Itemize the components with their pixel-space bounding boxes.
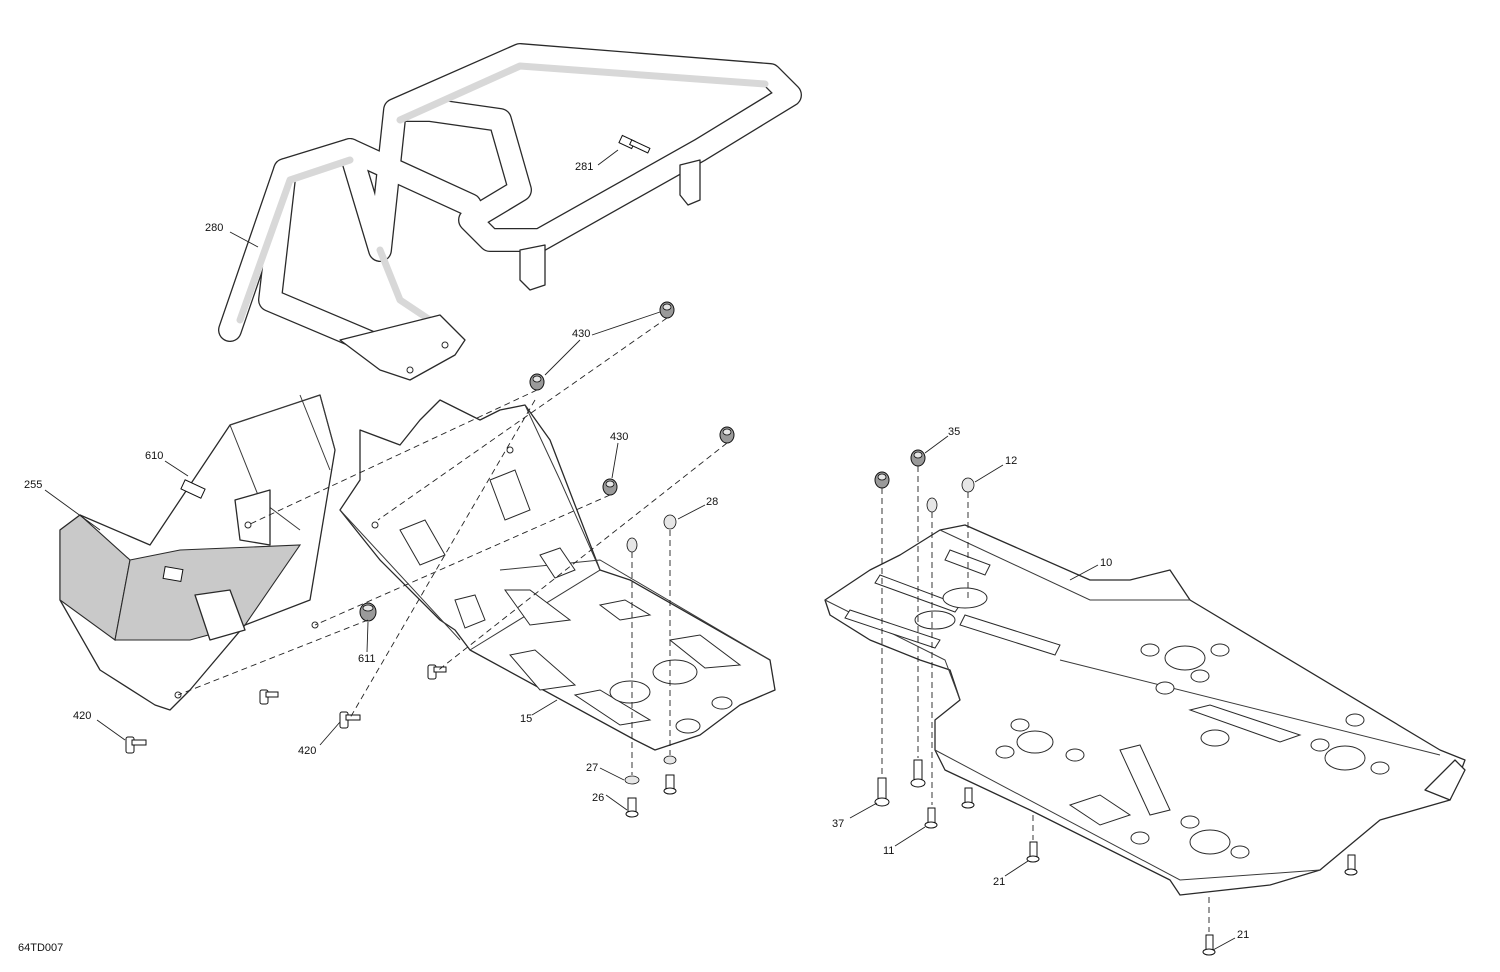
callout-21-b: 21 bbox=[1237, 929, 1249, 941]
stud-on-wing bbox=[162, 565, 184, 583]
callout-21-a: 21 bbox=[993, 876, 1005, 888]
nut-430-upper bbox=[659, 301, 675, 319]
nut-430-right bbox=[719, 426, 735, 444]
skid-plate-part-10 bbox=[824, 524, 1466, 896]
bolt-21-right bbox=[1344, 854, 1358, 876]
bumper-wing-part-255 bbox=[59, 394, 336, 711]
skid-plate-part-15 bbox=[339, 399, 776, 751]
leader-lines bbox=[44, 149, 1236, 951]
bolt-420-left bbox=[125, 736, 147, 754]
callouts: 281 280 430 430 610 255 611 420 420 28 1… bbox=[24, 161, 1249, 941]
bolt-21-b bbox=[1202, 934, 1216, 956]
bolt-21-a bbox=[1026, 841, 1040, 863]
callout-255: 255 bbox=[24, 479, 42, 491]
callout-27: 27 bbox=[586, 762, 598, 774]
callout-610: 610 bbox=[145, 450, 163, 462]
callout-37: 37 bbox=[832, 818, 844, 830]
nut-430-mid bbox=[602, 478, 618, 496]
nut-left-stack bbox=[874, 471, 890, 489]
callout-420-mid: 420 bbox=[298, 745, 316, 757]
callout-15: 15 bbox=[520, 713, 532, 725]
assembly-lines bbox=[177, 317, 1210, 932]
bolt-35-lower bbox=[910, 759, 926, 788]
callout-35: 35 bbox=[948, 426, 960, 438]
callout-420-left: 420 bbox=[73, 710, 91, 722]
nut-35 bbox=[910, 449, 926, 467]
callout-28: 28 bbox=[706, 496, 718, 508]
callout-611: 611 bbox=[358, 653, 376, 665]
callout-430-lower: 430 bbox=[610, 431, 628, 443]
callout-12: 12 bbox=[1005, 455, 1017, 467]
nut-12 bbox=[961, 477, 975, 493]
nut-430-left bbox=[529, 373, 545, 391]
washer-right bbox=[663, 755, 677, 765]
bolt-21-center bbox=[961, 787, 975, 809]
callout-280: 280 bbox=[205, 222, 223, 234]
nut-611 bbox=[359, 602, 377, 622]
bolt-right bbox=[663, 774, 677, 795]
drawing-code: 64TD007 bbox=[18, 942, 63, 954]
callout-281: 281 bbox=[575, 161, 593, 173]
bolt-11 bbox=[924, 807, 938, 829]
bolt-26 bbox=[625, 797, 639, 818]
callout-26: 26 bbox=[592, 792, 604, 804]
callout-11: 11 bbox=[883, 845, 894, 857]
nut-28-b bbox=[626, 537, 638, 553]
callout-430-upper: 430 bbox=[572, 328, 590, 340]
bolt-420-mid bbox=[339, 711, 361, 729]
bolt-281 bbox=[618, 134, 651, 154]
bolt-on-skid-left bbox=[427, 664, 447, 680]
washer-27 bbox=[624, 775, 640, 785]
bolt-on-wing-lower bbox=[259, 689, 279, 705]
nut-small-center bbox=[926, 497, 938, 513]
front-bumper-part-280 bbox=[218, 43, 802, 381]
callout-10: 10 bbox=[1100, 557, 1112, 569]
stud-610 bbox=[180, 479, 206, 499]
bolt-37 bbox=[874, 777, 890, 807]
nut-28 bbox=[663, 514, 677, 530]
